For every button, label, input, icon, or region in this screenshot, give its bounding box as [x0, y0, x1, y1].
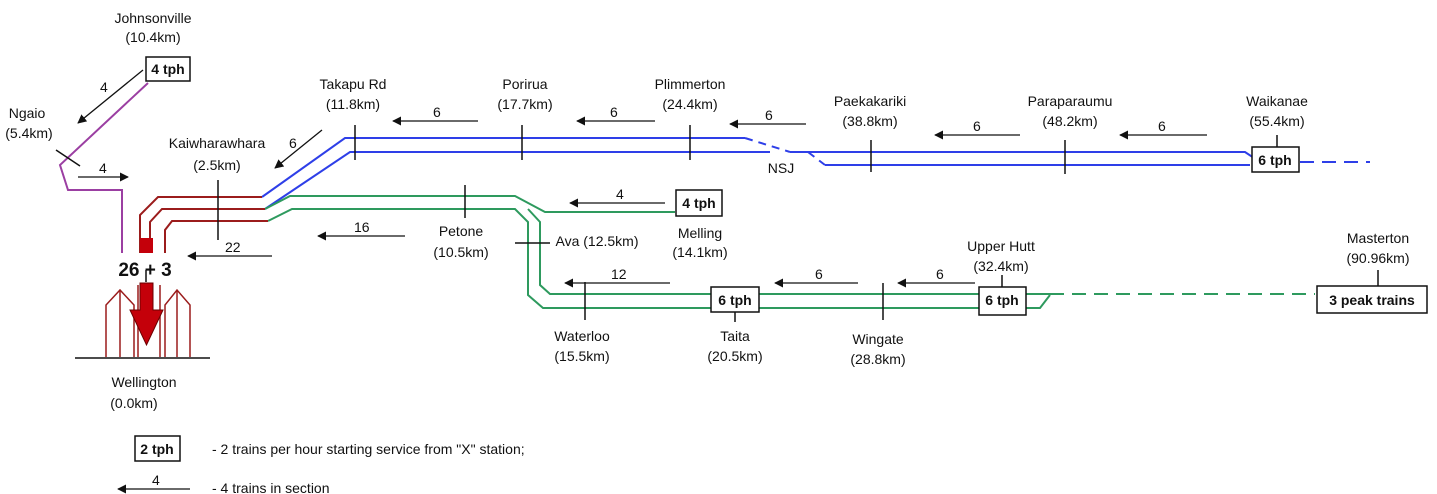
station-ngaio-name: Ngaio [9, 105, 46, 121]
station-petone-dist: (10.5km) [433, 244, 488, 260]
legend-arrow-text: - 4 trains in section [212, 480, 330, 494]
station-kaiwharawhara-dist: (2.5km) [193, 157, 240, 173]
legend-box [134, 435, 181, 462]
count-takapu-porirua: 6 [433, 104, 441, 120]
kapiti-track-main-upper [790, 151, 1261, 163]
approach-track-1 [139, 196, 262, 253]
count-paraparaumu-waikanae: 6 [1158, 118, 1166, 134]
wellington-approach [139, 196, 268, 253]
station-upperhutt-name: Upper Hutt [967, 238, 1035, 254]
station-porirua-dist: (17.7km) [497, 96, 552, 112]
station-taita-dist: (20.5km) [707, 348, 762, 364]
count-plimmerton-nsj: 6 [765, 107, 773, 123]
count-wingate-upperhutt: 6 [936, 266, 944, 282]
box-upperhutt: 6 tph [978, 286, 1027, 316]
station-paekakariki-dist: (38.8km) [842, 113, 897, 129]
legend-box-label: 2 tph [140, 441, 173, 457]
count-kaiwharawhara: 6 [289, 135, 297, 151]
station-upperhutt-dist: (32.4km) [973, 258, 1028, 274]
arrow-kaiwharawhara [274, 129, 323, 169]
box-waikanae-label: 6 tph [1258, 152, 1291, 168]
station-ngaio-dist: (5.4km) [5, 125, 52, 141]
hutt-track-upper [264, 195, 675, 213]
wellington-flow-bar [140, 238, 153, 253]
kapiti-nsj-dash-lower [807, 151, 826, 166]
station-wingate-name: Wingate [852, 331, 904, 347]
count-paekakariki-paraparaumu: 6 [973, 118, 981, 134]
station-paraparaumu-name: Paraparaumu [1028, 93, 1113, 109]
box-melling-label: 4 tph [682, 195, 715, 211]
box-taita-label: 6 tph [718, 292, 751, 308]
station-waikanae-dist: (55.4km) [1249, 113, 1304, 129]
station-taita-name: Taita [720, 328, 750, 344]
box-masterton-label: 3 peak trains [1329, 292, 1415, 308]
service-boxes: 4 tph 6 tph 4 tph 6 tph 6 tph 3 peak tra… [145, 56, 1428, 316]
legend-arrow-count: 4 [152, 472, 160, 488]
station-ticks [55, 125, 1379, 322]
station-johnsonville-name: Johnsonville [114, 10, 191, 26]
station-wingate-dist: (28.8km) [850, 351, 905, 367]
station-ava-name: Ava (12.5km) [556, 233, 639, 249]
station-waterloo-dist: (15.5km) [554, 348, 609, 364]
station-masterton-dist: (90.96km) [1346, 250, 1409, 266]
kapiti-track-lower [264, 151, 745, 210]
station-porirua-name: Porirua [502, 76, 547, 92]
station-masterton-name: Masterton [1347, 230, 1409, 246]
station-petone-name: Petone [439, 223, 484, 239]
station-melling-dist: (14.1km) [672, 244, 727, 260]
count-wellington-approach: 22 [225, 239, 241, 255]
kapiti-line [261, 137, 1370, 210]
approach-track-3 [164, 220, 268, 253]
station-waterloo-name: Waterloo [554, 328, 610, 344]
approach-track-2 [149, 208, 265, 253]
station-melling-name: Melling [678, 225, 722, 241]
johnsonville-track [58, 82, 149, 253]
station-wellington-name: Wellington [111, 374, 176, 390]
section-counts: 4 4 6 6 6 6 6 6 4 16 22 12 6 6 [99, 79, 1166, 282]
station-plimmerton-dist: (24.4km) [662, 96, 717, 112]
count-taita-wingate: 6 [815, 266, 823, 282]
count-hutt-petone: 16 [354, 219, 370, 235]
station-waikanae-name: Waikanae [1246, 93, 1308, 109]
count-waterloo-taita: 12 [611, 266, 627, 282]
tick-ngaio [55, 149, 81, 167]
legend-box-text: - 2 trains per hour starting service fro… [212, 441, 525, 457]
station-nsj-name: NSJ [768, 160, 794, 176]
station-plimmerton-name: Plimmerton [655, 76, 726, 92]
johnsonville-line [58, 82, 149, 253]
station-takapu-name: Takapu Rd [320, 76, 387, 92]
station-paekakariki-name: Paekakariki [834, 93, 906, 109]
box-johnsonville-label: 4 tph [151, 61, 184, 77]
station-johnsonville-dist: (10.4km) [125, 29, 180, 45]
hutt-track-lower [267, 208, 1051, 309]
box-waikanae: 6 tph [1251, 146, 1300, 173]
box-taita: 6 tph [710, 286, 760, 313]
legend: 2 tph - 2 trains per hour starting servi… [134, 435, 525, 494]
box-upperhutt-label: 6 tph [985, 292, 1018, 308]
box-johnsonville: 4 tph [145, 56, 191, 82]
station-kaiwharawhara-name: Kaiwharawhara [169, 135, 266, 151]
kapiti-track-upper [261, 137, 745, 198]
station-takapu-dist: (11.8km) [326, 96, 380, 112]
count-melling-line: 4 [616, 186, 624, 202]
arrow-johnsonville-ngaio [77, 69, 144, 124]
hutt-line [264, 195, 1315, 309]
count-ngaio-down: 4 [99, 160, 107, 176]
count-porirua-plimmerton: 6 [610, 104, 618, 120]
box-melling: 4 tph [675, 189, 723, 217]
station-labels: Johnsonville (10.4km) Ngaio (5.4km) Kaiw… [5, 10, 1409, 411]
wellington-total: 26 + 3 [118, 260, 171, 281]
wellington-fan [105, 285, 191, 357]
count-johnsonville-ngaio: 4 [100, 79, 108, 95]
station-wellington-dist: (0.0km) [110, 395, 157, 411]
section-arrows [77, 69, 1207, 494]
box-masterton: 3 peak trains [1316, 285, 1428, 314]
station-paraparaumu-dist: (48.2km) [1042, 113, 1097, 129]
wellington-flow-arrow [129, 282, 164, 347]
kapiti-nsj-dash-upper [744, 137, 791, 153]
